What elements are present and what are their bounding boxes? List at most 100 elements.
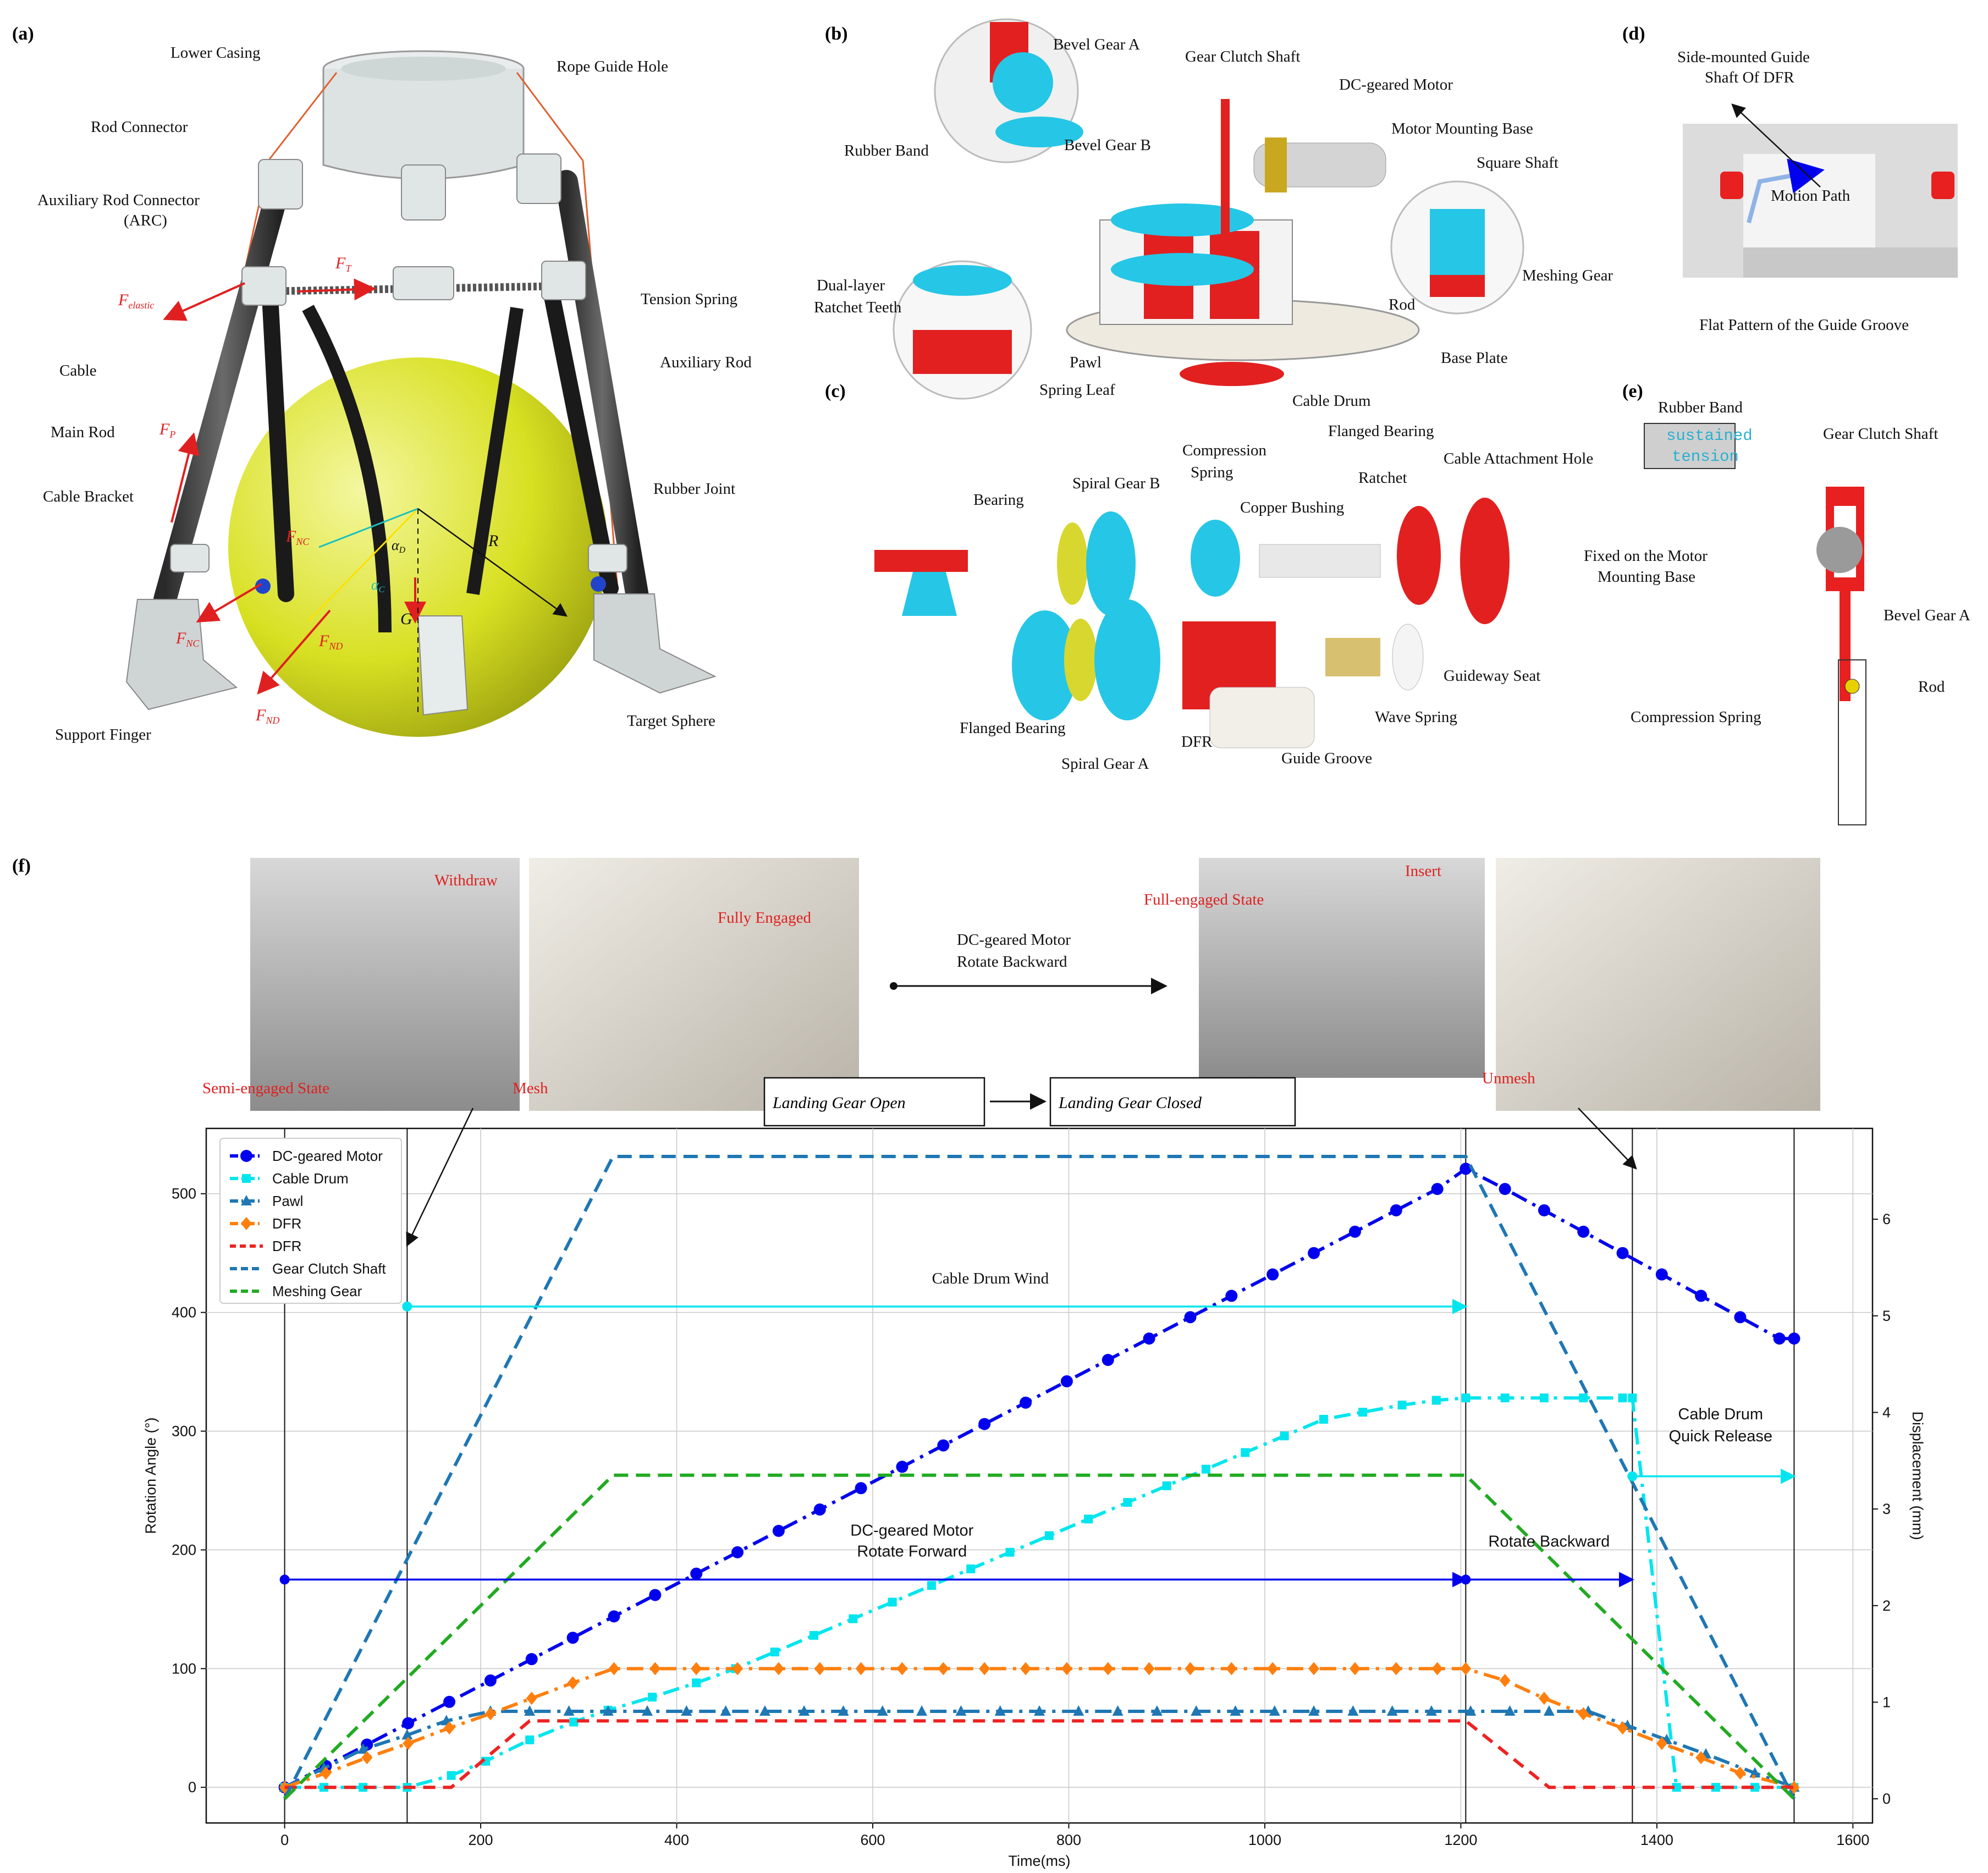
series-point-2 (642, 1705, 653, 1716)
tick-label-y2: 0 (1882, 1791, 1891, 1807)
panel-a-tag: (a) (12, 24, 34, 44)
label-guide-groove: Guide Groove (1281, 750, 1372, 767)
tick-label-y2: 1 (1882, 1694, 1891, 1710)
series-point-2 (1504, 1705, 1516, 1716)
photo-label-mesh: Mesh (513, 1079, 548, 1097)
series-point-1 (692, 1678, 701, 1688)
series-point-1 (1162, 1481, 1171, 1490)
series-point-2 (1230, 1705, 1241, 1716)
photo-label-full-engaged: Full-engaged State (1144, 891, 1264, 908)
series-point-3 (1431, 1662, 1443, 1676)
label-support-finger: Support Finger (55, 726, 151, 743)
series-point-1 (966, 1564, 976, 1573)
series-point-0 (1695, 1290, 1708, 1302)
box-landing-open (763, 1077, 985, 1127)
series-line-1 (284, 1396, 1794, 1789)
force-f-nd: FND (255, 706, 279, 726)
series-point-3 (1617, 1721, 1628, 1735)
series-point-3 (732, 1662, 744, 1676)
series-point-2 (916, 1705, 928, 1716)
series-point-1 (849, 1614, 858, 1623)
label-dual-layer-1: Dual-layer (817, 277, 885, 294)
series-point-3 (320, 1766, 332, 1780)
legend-marker-3 (241, 1217, 252, 1230)
label-rod-connector: Rod Connector (91, 118, 188, 136)
series-point-1 (888, 1597, 897, 1607)
series-point-3 (1578, 1707, 1589, 1721)
photo-label-fully-engaged: Fully Engaged (718, 909, 811, 927)
series-point-0 (731, 1546, 744, 1558)
force-vectors (163, 278, 426, 695)
label-copper-bushing: Copper Bushing (1240, 499, 1344, 516)
series-point-3 (444, 1721, 455, 1735)
tick-label-y2: 5 (1882, 1308, 1891, 1324)
arrow-dot-forward (279, 1574, 290, 1585)
series-point-2 (1112, 1705, 1124, 1716)
series-point-2 (955, 1705, 967, 1716)
label-dc-motor: DC-geared Motor (1339, 76, 1453, 93)
label-flat-pattern: Flat Pattern of the Guide Groove (1699, 316, 1909, 334)
series-point-3 (608, 1662, 620, 1676)
series-point-0 (937, 1439, 950, 1452)
series-point-1 (1319, 1414, 1328, 1424)
series-point-2 (681, 1705, 692, 1716)
force-f-nd2: FND (318, 632, 343, 652)
series-point-2 (1151, 1705, 1163, 1716)
label-rod-b: Rod (1389, 296, 1416, 313)
series-point-3 (979, 1662, 990, 1676)
tick-label-x: 1200 (1444, 1832, 1477, 1848)
series-point-2 (798, 1705, 810, 1716)
series-point-1 (1431, 1396, 1441, 1405)
label-gear-clutch-shaft: Gear Clutch Shaft (1185, 48, 1300, 65)
series-point-3 (938, 1662, 949, 1676)
series-point-3 (855, 1662, 867, 1676)
series-point-1 (1044, 1531, 1054, 1540)
panel-e-tag: (e) (1622, 381, 1643, 401)
series-point-2 (1269, 1705, 1280, 1716)
lower-casing-shape (322, 50, 525, 180)
tick-label-y: 100 (172, 1660, 196, 1677)
series-point-2 (838, 1705, 849, 1716)
series-point-3 (814, 1662, 825, 1676)
label-cable-drum: Cable Drum (1292, 392, 1371, 410)
series-point-0 (1348, 1225, 1361, 1238)
series-point-0 (1020, 1396, 1032, 1409)
photo-unmesh-detail (1496, 858, 1820, 1111)
rods (153, 170, 649, 644)
tick-label-x: 200 (469, 1832, 493, 1848)
series-point-1 (1628, 1393, 1637, 1403)
photo-label-insert: Insert (1405, 862, 1441, 880)
box-landing-open-text: Landing Gear Open (772, 1094, 906, 1112)
series-point-2 (1308, 1705, 1320, 1716)
series-point-2 (1425, 1705, 1437, 1716)
photo-full-engaged (1199, 858, 1485, 1078)
series-point-1 (447, 1771, 456, 1780)
series-point-1 (1500, 1393, 1510, 1403)
series-point-1 (319, 1783, 328, 1792)
series-point-2 (759, 1705, 770, 1716)
series-point-3 (1267, 1662, 1279, 1676)
series-point-3 (773, 1662, 784, 1676)
annotation-quick-release-1: Cable Drum (1678, 1406, 1763, 1423)
legend-marker-0 (240, 1150, 252, 1162)
label-auxiliary-rod: Auxiliary Rod (660, 354, 752, 371)
label-dfr: DFR (1181, 733, 1213, 751)
series-point-1 (1358, 1407, 1368, 1417)
series-point-0 (1266, 1268, 1279, 1281)
series-point-3 (526, 1692, 537, 1705)
series-point-0 (772, 1524, 785, 1537)
series-point-1 (647, 1693, 657, 1702)
tick-label-y2: 2 (1882, 1597, 1891, 1614)
series-point-2 (720, 1705, 731, 1716)
tick-label-y2: 4 (1882, 1404, 1891, 1420)
series-point-3 (1788, 1781, 1800, 1794)
label-target-sphere: Target Sphere (627, 712, 715, 730)
tick-label-x: 0 (280, 1832, 289, 1848)
panel-e: (e) Rubber Band sustained tension Gear C… (1584, 381, 1970, 825)
series-point-0 (1225, 1290, 1238, 1302)
series-point-0 (1102, 1354, 1114, 1366)
label-square-shaft: Square Shaft (1477, 154, 1559, 172)
tick-label-x: 600 (860, 1832, 885, 1848)
label-compression-spring-e: Compression Spring (1631, 708, 1761, 726)
series-point-3 (1143, 1662, 1155, 1676)
